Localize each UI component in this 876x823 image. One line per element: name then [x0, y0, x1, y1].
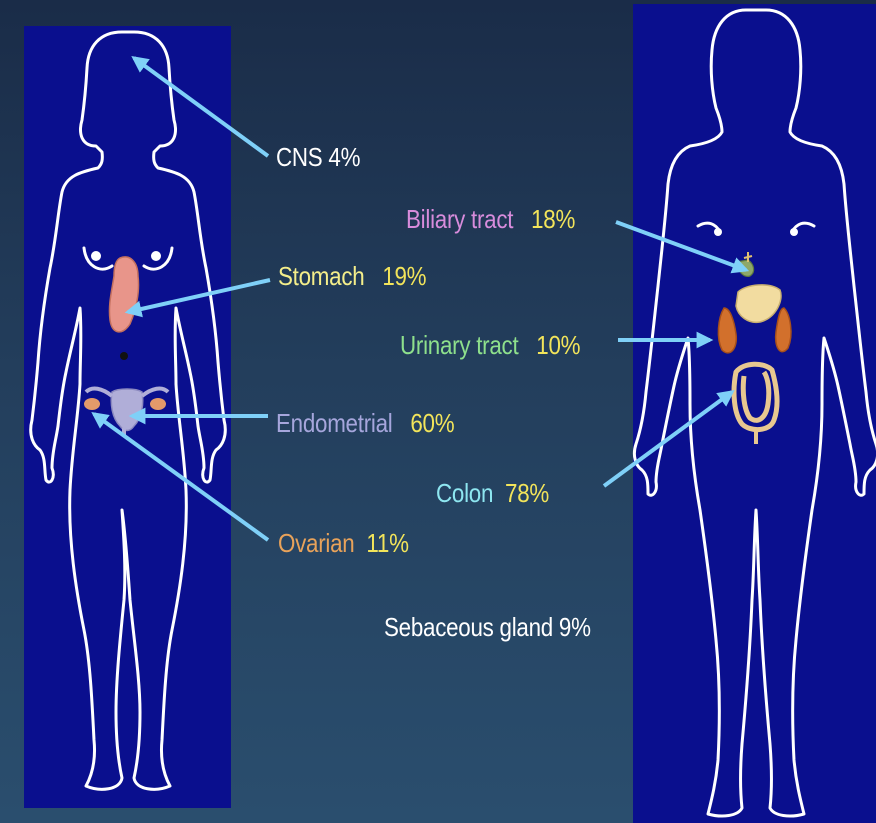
arrow-stomach: [128, 280, 270, 312]
female-breast-mark-left: [91, 251, 101, 261]
label-stomach-name: Stomach: [278, 261, 364, 291]
male-chest-mark-left: [714, 228, 722, 236]
biliary-tract-organ: [736, 252, 754, 276]
label-endometrial-name: Endometrial: [276, 408, 392, 438]
pancreas-organ: [736, 285, 781, 322]
label-ovarian-name: Ovarian: [278, 528, 354, 558]
label-colon-pct: 78%: [505, 478, 549, 508]
label-colon: Colon 78%: [436, 478, 549, 509]
label-biliary: Biliary tract 18%: [406, 204, 575, 235]
navel-mark: [120, 352, 128, 360]
arrow-colon: [604, 392, 732, 486]
male-body-outline: [634, 10, 876, 816]
label-endometrial: Endometrial 60%: [276, 408, 454, 439]
label-urinary-pct: 10%: [536, 330, 580, 360]
arrow-biliary: [616, 222, 746, 270]
label-endometrial-pct: 60%: [410, 408, 454, 438]
label-urinary-name: Urinary tract: [400, 330, 518, 360]
stomach-organ: [109, 257, 138, 332]
kidney-left-organ: [718, 308, 736, 353]
label-colon-name: Colon: [436, 478, 493, 508]
kidney-right-organ: [776, 308, 791, 352]
label-stomach-pct: 19%: [382, 261, 426, 291]
label-sebaceous-text: Sebaceous gland 9%: [384, 612, 591, 642]
label-ovarian-pct: 11%: [366, 528, 408, 558]
label-urinary: Urinary tract 10%: [400, 330, 580, 361]
uterus-and-ovaries-organ: [84, 389, 168, 436]
arrow-cns: [134, 58, 268, 156]
label-cns: CNS 4%: [276, 142, 360, 173]
label-biliary-pct: 18%: [531, 204, 575, 234]
label-cns-text: CNS 4%: [276, 142, 360, 172]
label-stomach: Stomach 19%: [278, 261, 426, 292]
colon-organ: [734, 364, 777, 429]
label-biliary-name: Biliary tract: [406, 204, 513, 234]
label-ovarian: Ovarian 11%: [278, 528, 409, 559]
male-chest-mark-right: [790, 228, 798, 236]
label-sebaceous: Sebaceous gland 9%: [384, 612, 591, 643]
female-breast-mark-right: [151, 251, 161, 261]
